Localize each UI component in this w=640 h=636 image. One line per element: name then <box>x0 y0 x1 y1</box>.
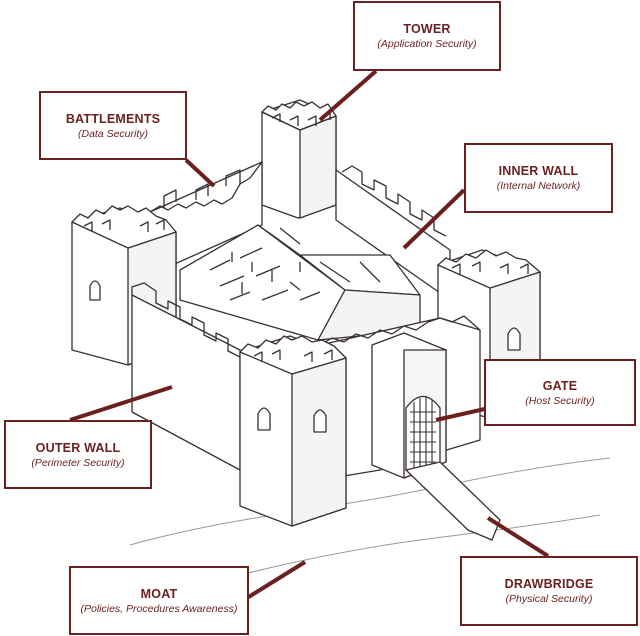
label-gate-title: GATE <box>542 378 578 393</box>
label-battlements: BATTLEMENTS (Data Security) <box>39 91 187 160</box>
label-inner-wall: INNER WALL (Internal Network) <box>464 143 613 213</box>
label-outer-wall-subtitle: (Perimeter Security) <box>31 456 125 469</box>
label-gate-subtitle: (Host Security) <box>525 394 595 407</box>
label-tower-subtitle: (Application Security) <box>377 38 477 50</box>
leader-line-moat <box>245 560 307 600</box>
label-tower: TOWER (Application Security) <box>353 1 501 71</box>
leader-line-battlements <box>184 158 216 188</box>
leader-line-drawbridge <box>486 516 550 558</box>
leader-line-outer-wall <box>69 385 173 422</box>
label-outer-wall-title: OUTER WALL <box>35 440 121 455</box>
leader-line-inner-wall <box>402 188 466 250</box>
label-outer-wall: OUTER WALL (Perimeter Security) <box>4 420 152 489</box>
label-inner-wall-title: INNER WALL <box>498 164 579 178</box>
label-tower-title: TOWER <box>403 22 451 36</box>
drawbridge-plank <box>405 461 501 541</box>
moat-line <box>239 514 601 576</box>
label-inner-wall-subtitle: (Internal Network) <box>496 180 581 192</box>
label-drawbridge-title: DRAWBRIDGE <box>504 577 594 591</box>
label-drawbridge: DRAWBRIDGE (Physical Security) <box>460 556 638 626</box>
label-moat: MOAT (Policies, Procedures Awareness) <box>69 566 249 635</box>
label-battlements-title: BATTLEMENTS <box>65 111 161 126</box>
label-moat-title: MOAT <box>140 586 178 601</box>
back-tower <box>261 99 337 219</box>
label-drawbridge-subtitle: (Physical Security) <box>505 593 593 605</box>
label-moat-subtitle: (Policies, Procedures Awareness) <box>80 602 238 615</box>
label-battlements-subtitle: (Data Security) <box>77 127 149 140</box>
keep-roof <box>179 224 421 341</box>
front-tower <box>239 335 347 527</box>
leader-line-tower <box>318 69 378 122</box>
label-gate: GATE (Host Security) <box>484 359 636 426</box>
gate-tower <box>371 332 447 479</box>
moat-line <box>129 457 611 546</box>
